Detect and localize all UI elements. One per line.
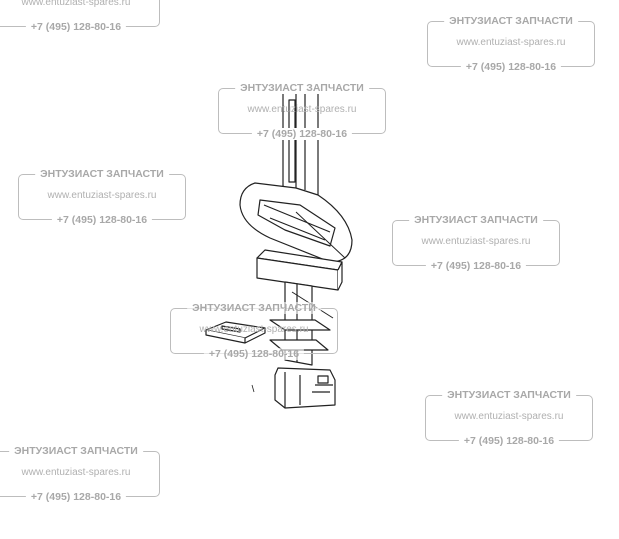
clamp-block [256,249,343,291]
watermark-2: ЭНТУЗИАСТ ЗАПЧАСТИ www.entuziast-spares.… [427,15,595,73]
watermark-url: www.entuziast-spares.ru [456,37,566,48]
watermark-title: ЭНТУЗИАСТ ЗАПЧАСТИ [9,445,143,457]
separate-pad [205,321,266,344]
watermark-1: www.entuziast-spares.ru +7 (495) 128-80-… [0,0,160,33]
watermark-5: ЭНТУЗИАСТ ЗАПЧАСТИ www.entuziast-spares.… [392,214,560,272]
watermark-url: www.entuziast-spares.ru [454,411,564,422]
watermark-title: ЭНТУЗИАСТ ЗАПЧАСТИ [444,15,578,27]
watermark-url: www.entuziast-spares.ru [21,467,131,478]
watermark-url: www.entuziast-spares.ru [421,236,531,247]
watermark-7: ЭНТУЗИАСТ ЗАПЧАСТИ www.entuziast-spares.… [425,389,593,447]
washer-plates [269,319,331,351]
watermark-phone: +7 (495) 128-80-16 [458,435,560,447]
watermark-6: ЭНТУЗИАСТ ЗАПЧАСТИ www.entuziast-spares.… [170,302,338,360]
watermark-title: ЭНТУЗИАСТ ЗАПЧАСТИ [35,168,169,180]
watermark-phone: +7 (495) 128-80-16 [51,214,153,226]
watermark-title: ЭНТУЗИАСТ ЗАПЧАСТИ [409,214,543,226]
watermark-phone: +7 (495) 128-80-16 [425,260,527,272]
watermark-title: ЭНТУЗИАСТ ЗАПЧАСТИ [235,82,369,94]
loop-frame [239,182,353,263]
watermark-8: ЭНТУЗИАСТ ЗАПЧАСТИ www.entuziast-spares.… [0,445,160,503]
watermark-phone: +7 (495) 128-80-16 [25,21,127,33]
watermark-url: www.entuziast-spares.ru [199,324,309,335]
watermark-title: ЭНТУЗИАСТ ЗАПЧАСТИ [442,389,576,401]
watermark-4: ЭНТУЗИАСТ ЗАПЧАСТИ www.entuziast-spares.… [18,168,186,226]
watermark-title: ЭНТУЗИАСТ ЗАПЧАСТИ [187,302,321,314]
watermark-phone: +7 (495) 128-80-16 [460,61,562,73]
watermark-url: www.entuziast-spares.ru [247,104,357,115]
watermark-phone: +7 (495) 128-80-16 [203,348,305,360]
watermark-3: ЭНТУЗИАСТ ЗАПЧАСТИ www.entuziast-spares.… [218,82,386,140]
watermark-url: www.entuziast-spares.ru [47,190,157,201]
watermark-url: www.entuziast-spares.ru [21,0,131,8]
watermark-phone: +7 (495) 128-80-16 [251,128,353,140]
connector-base [251,367,336,409]
watermark-phone: +7 (495) 128-80-16 [25,491,127,503]
